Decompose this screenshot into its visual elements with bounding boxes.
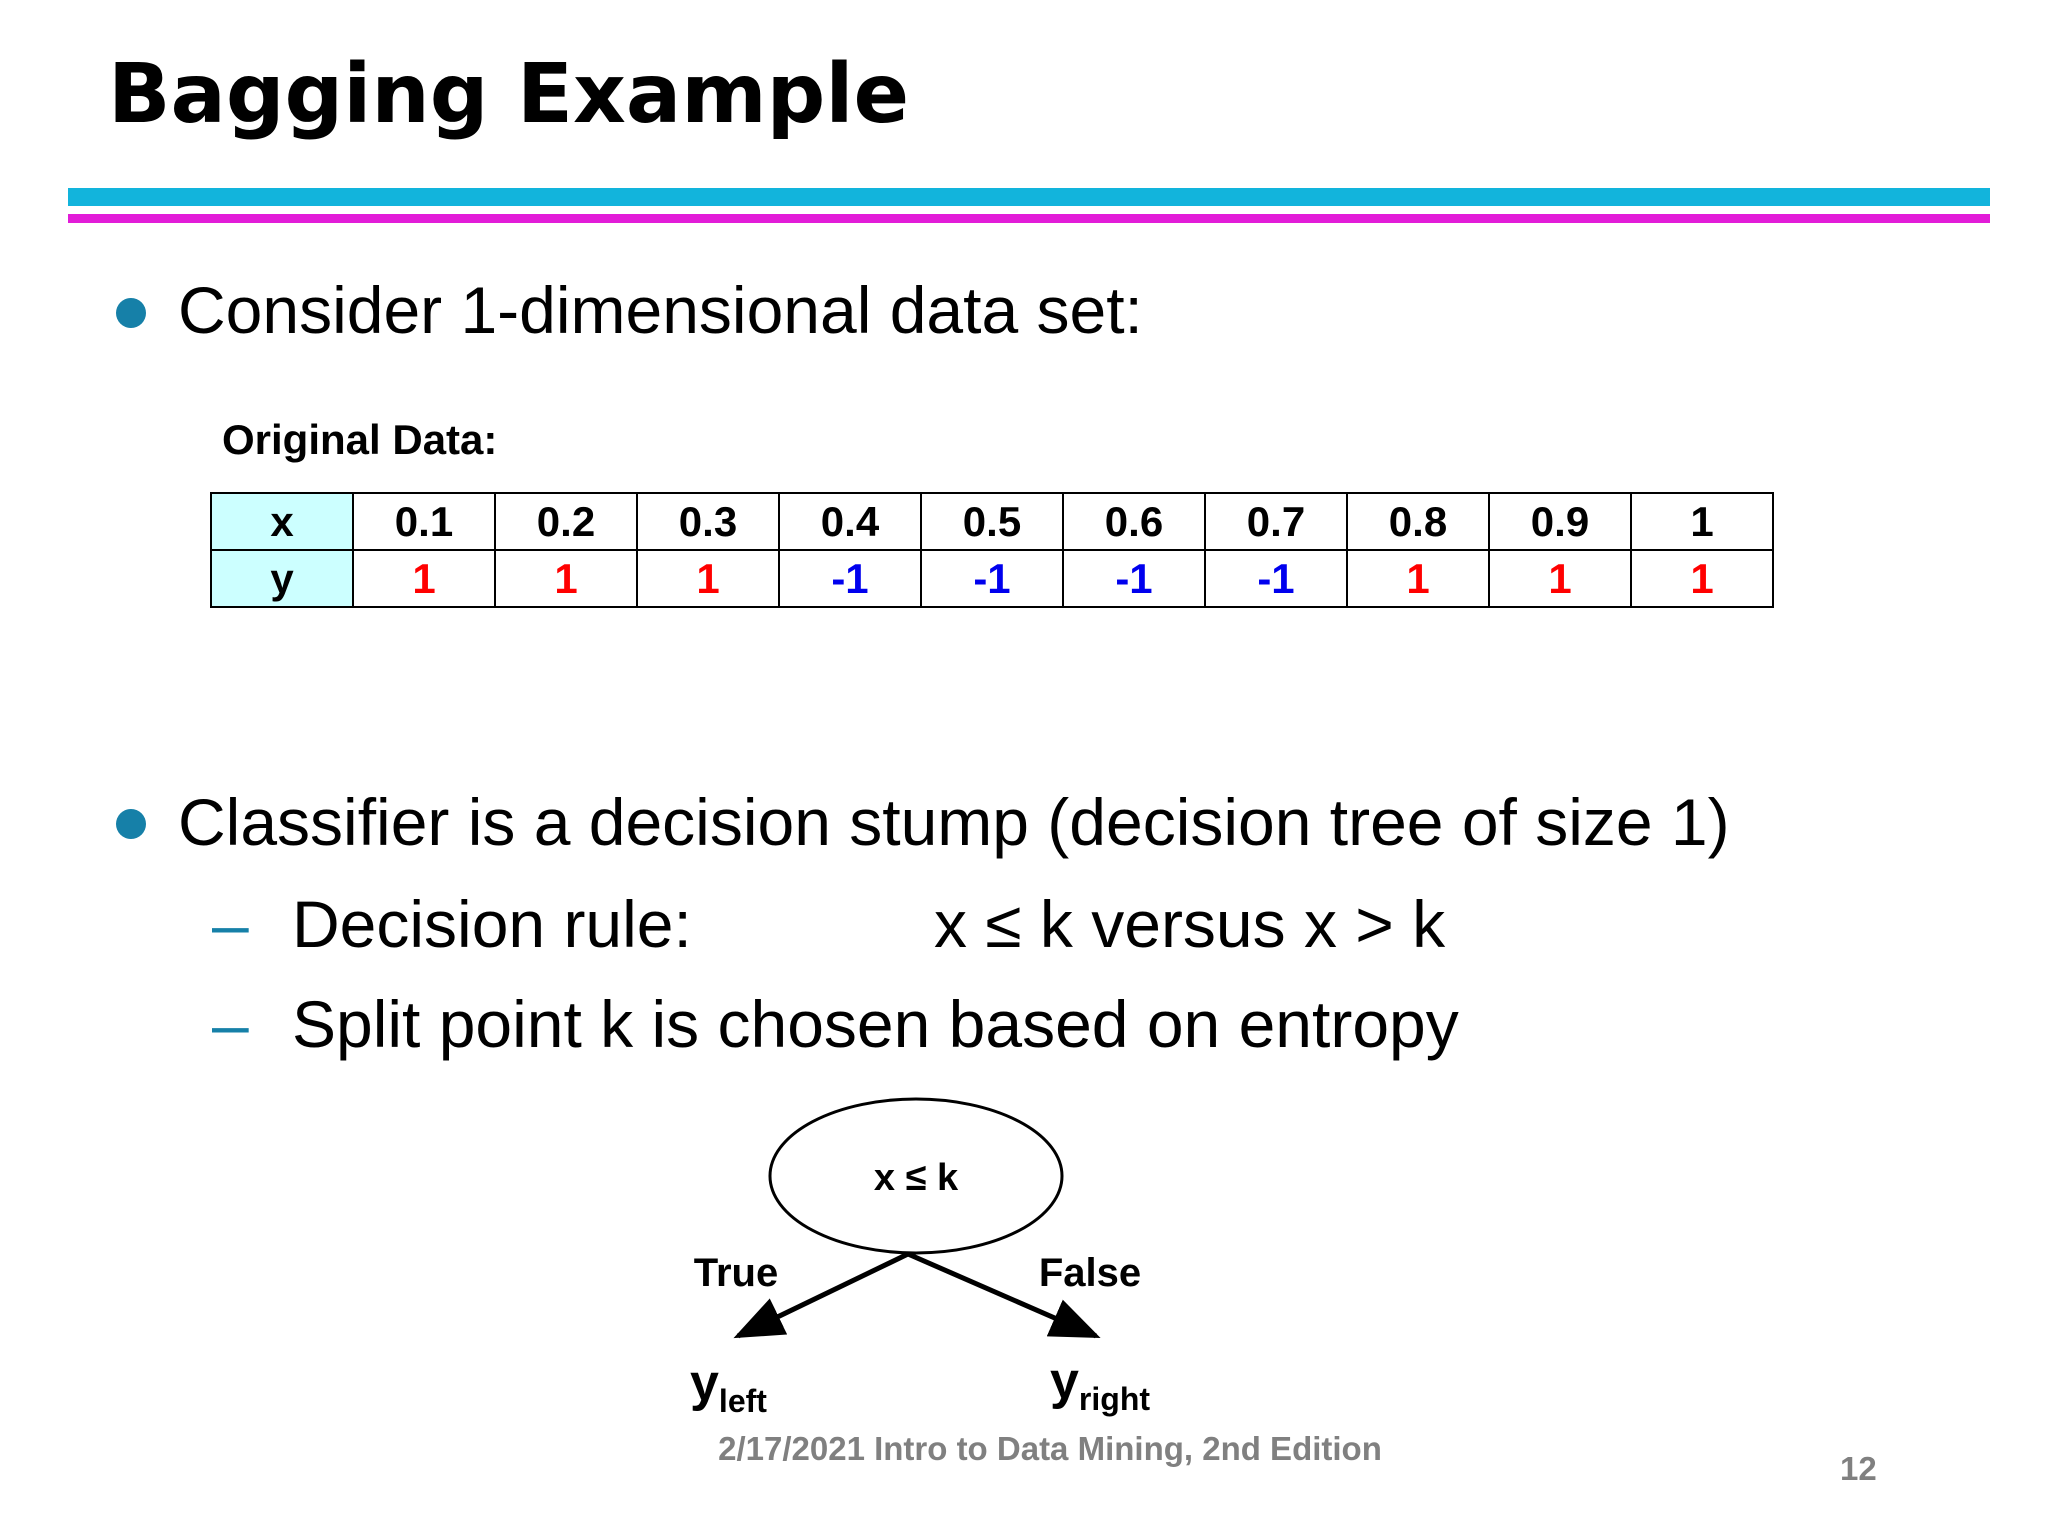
table-header-x: x [210,492,354,551]
table-cell-x: 1 [1630,492,1774,551]
data-table: x 0.1 0.2 0.3 0.4 0.5 0.6 0.7 0.8 0.9 1 … [210,492,1774,608]
table-cell-x: 0.9 [1488,492,1632,551]
tree-leaf-left-subscript: left [719,1383,767,1419]
table-cell-y: -1 [1204,549,1348,608]
sub-bullet-dash: – [212,987,249,1061]
tree-root-node [768,1097,1064,1255]
table-cell-x: 0.8 [1346,492,1490,551]
table-cell-x: 0.3 [636,492,780,551]
slide-footer: 2/17/2021 Intro to Data Mining, 2nd Edit… [718,1430,1382,1467]
table-cell-x: 0.7 [1204,492,1348,551]
tree-node-label: x ≤ k [874,1157,959,1199]
table-row-y: y 1 1 1 -1 -1 -1 -1 1 1 1 [210,549,1774,608]
tree-leaf-left: yleft [690,1354,767,1419]
table-cell-y: -1 [778,549,922,608]
tree-leaf-right: yright [1050,1352,1150,1417]
table-row-x: x 0.1 0.2 0.3 0.4 0.5 0.6 0.7 0.8 0.9 1 [210,492,1774,551]
tree-leaf-right-base: y [1050,1352,1079,1410]
table-cell-y: 1 [1488,549,1632,608]
tree-true-branch-arrow [733,1251,910,1339]
sub-bullet-dash: – [212,887,249,961]
tree-leaf-left-base: y [690,1354,719,1412]
table-cell-y: -1 [1062,549,1206,608]
bullet-dot-icon [116,809,146,839]
bullet-consider-data: Consider 1-dimensional data set: [178,273,1143,347]
table-cell-x: 0.5 [920,492,1064,551]
tree-true-label: True [694,1251,778,1295]
bullet-dot-icon [116,298,146,328]
tree-false-branch-arrow [907,1251,1101,1339]
table-cell-y: 1 [1346,549,1490,608]
decision-stump-diagram: x ≤ k True False yleft yright [690,1097,1150,1419]
tree-leaf-right-subscript: right [1079,1381,1150,1417]
table-cell-y: 1 [494,549,638,608]
slide-page-number: 12 [1840,1450,1877,1487]
table-header-y: y [210,549,354,608]
table-cell-x: 0.6 [1062,492,1206,551]
table-cell-y: 1 [1630,549,1774,608]
bullet-classifier: Classifier is a decision stump (decision… [178,785,1730,859]
slide-title: Bagging Example [108,47,910,142]
table-cell-x: 0.2 [494,492,638,551]
sub-bullet-split-point: Split point k is chosen based on entropy [292,987,1459,1061]
table-label: Original Data: [222,416,498,463]
sub-bullet-decision-rule-formula: x ≤ k versus x > k [934,887,1446,961]
tree-false-label: False [1039,1251,1141,1295]
table-cell-x: 0.4 [778,492,922,551]
table-cell-y: 1 [352,549,496,608]
title-rule-magenta [68,214,1990,223]
title-rule-cyan [68,188,1990,206]
table-cell-y: -1 [920,549,1064,608]
table-cell-x: 0.1 [352,492,496,551]
sub-bullet-decision-rule-label: Decision rule: [292,887,692,961]
table-cell-y: 1 [636,549,780,608]
